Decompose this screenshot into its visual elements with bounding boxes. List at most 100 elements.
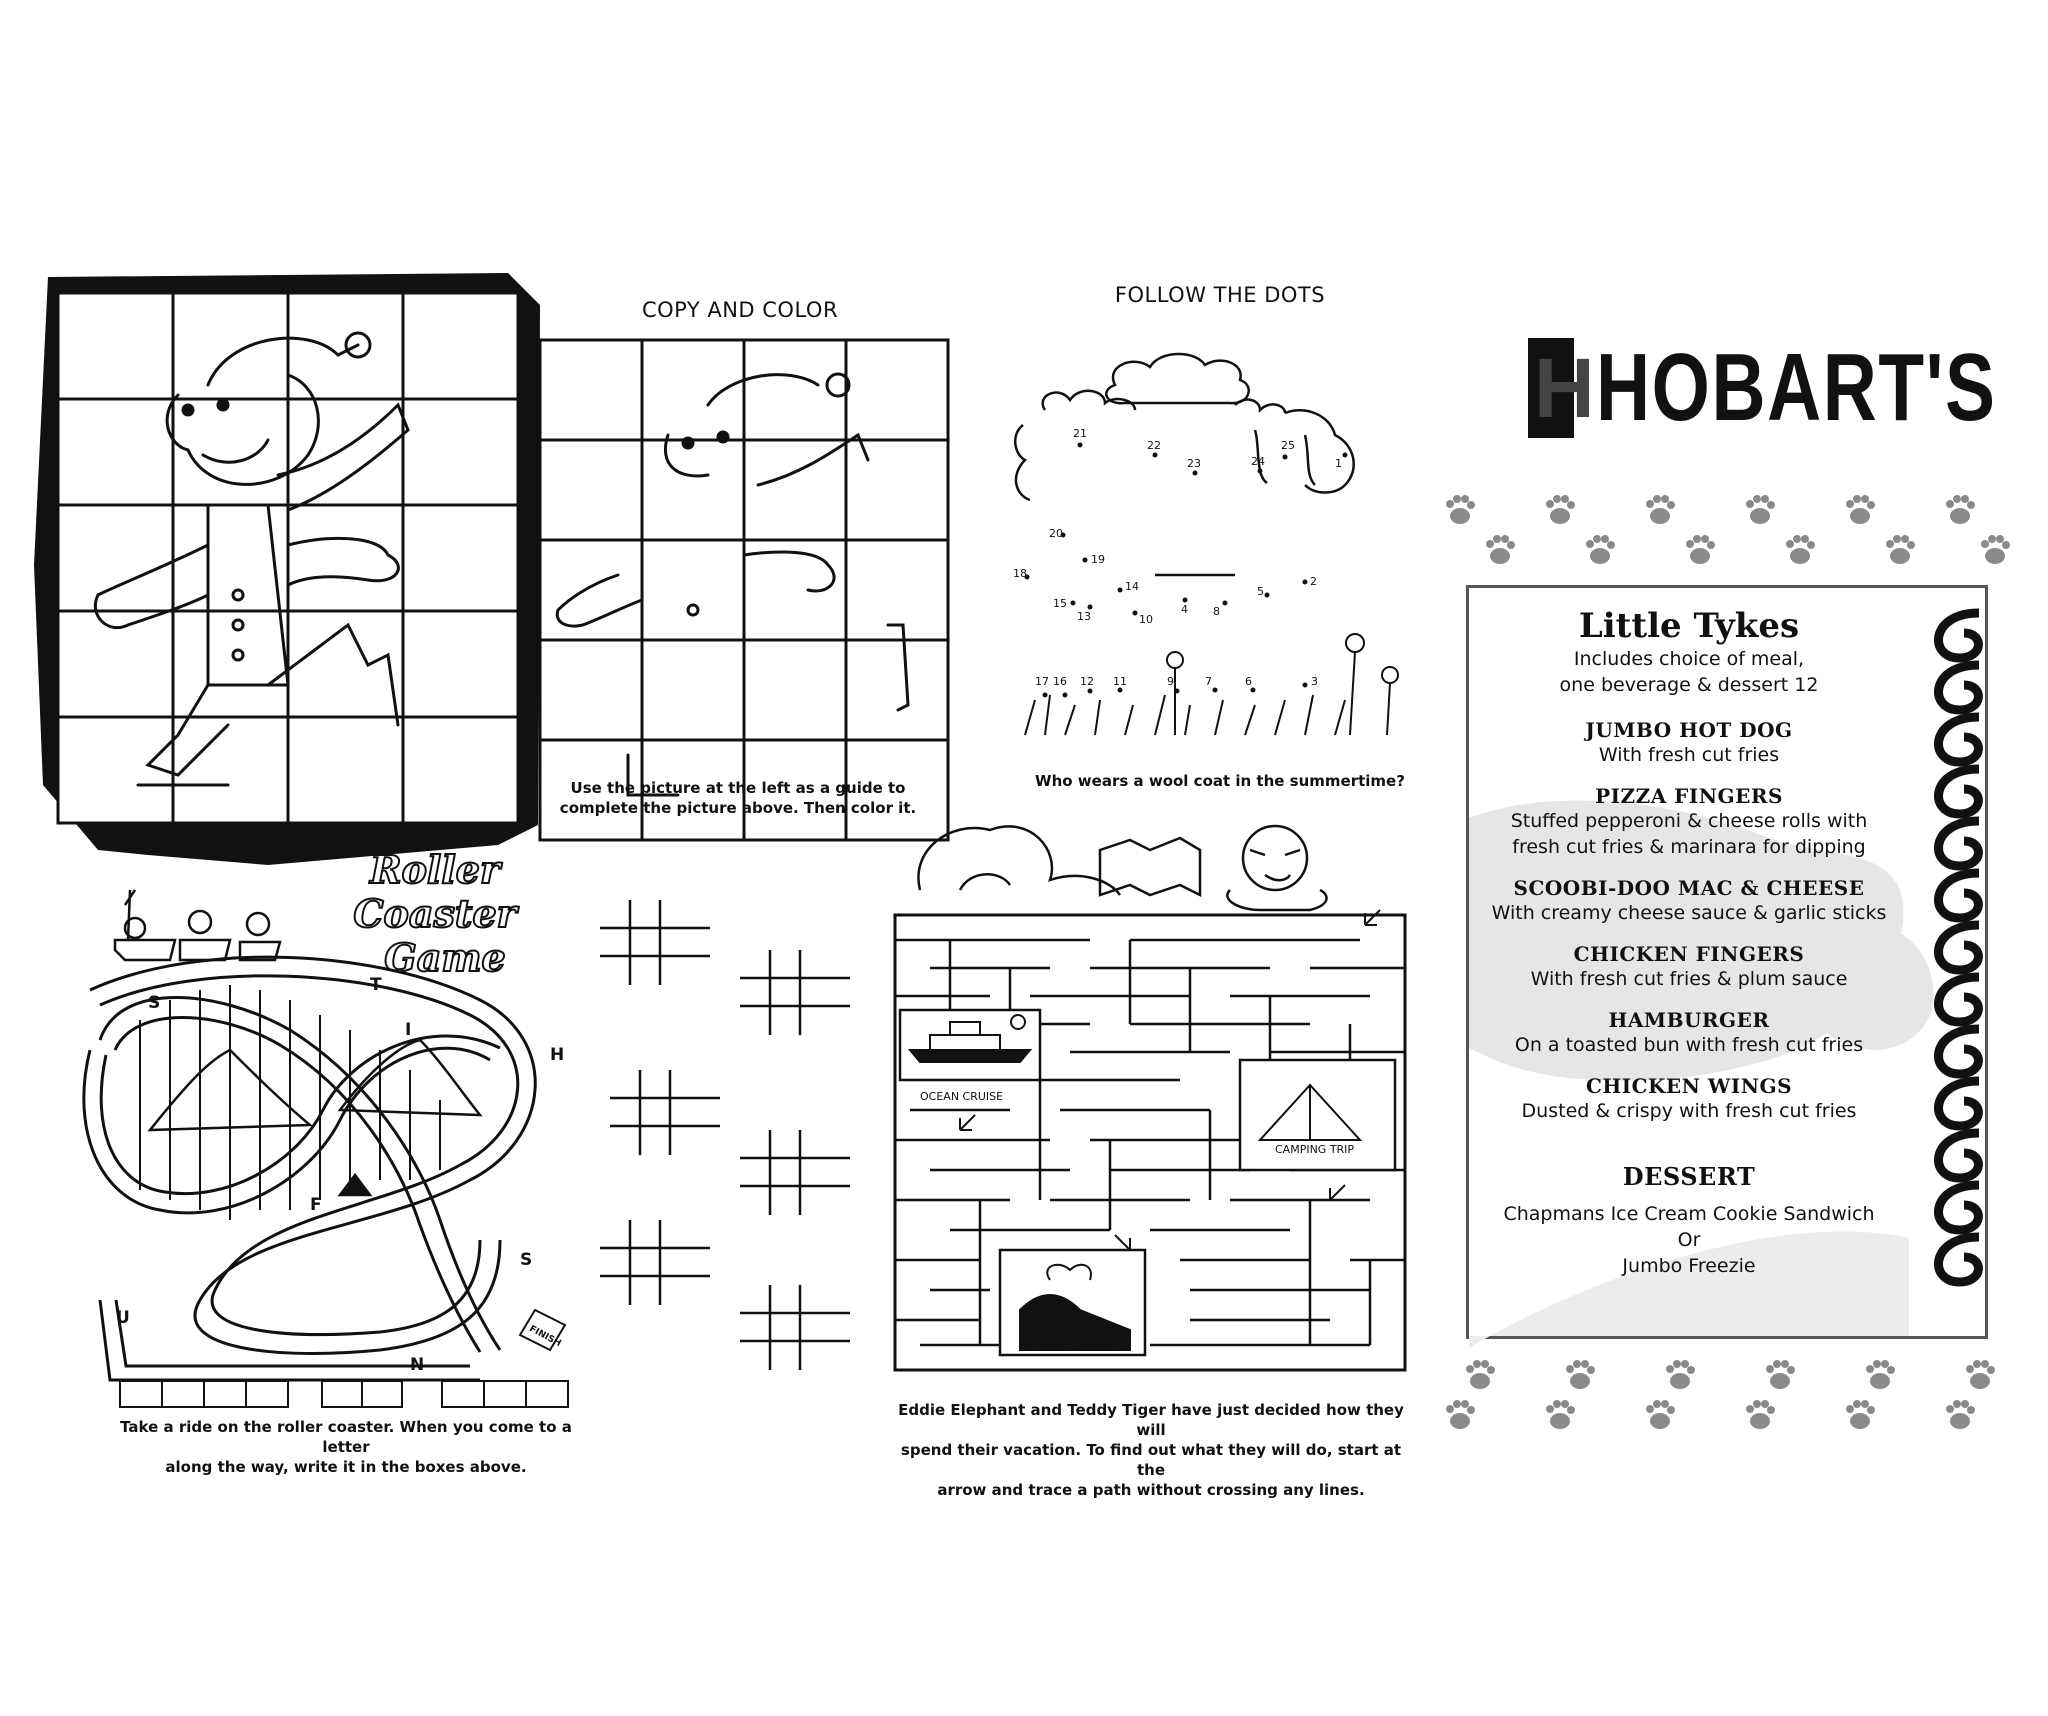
paw-print-icon <box>1786 535 1815 564</box>
tic-tac-toe-grid <box>740 1130 850 1215</box>
ocean-cruise-box <box>898 1008 1042 1082</box>
copy-color-caption-line2: complete the picture above. Then color i… <box>559 799 917 817</box>
maze-border <box>893 913 1407 1372</box>
dot-label: 25 <box>1281 439 1295 452</box>
coaster-letter: S <box>148 993 160 1013</box>
coaster-supports <box>139 985 441 1220</box>
camping-trip-box <box>1238 1058 1397 1172</box>
dot-label: 3 <box>1311 675 1318 688</box>
paw-print-icon <box>1666 1360 1695 1389</box>
paw-print-icon <box>1766 1360 1795 1389</box>
roller-coaster-art: S T I H F S U N FINISH <box>82 889 567 1382</box>
paw-print-icon <box>1981 535 2010 564</box>
dot-label: 16 <box>1053 675 1067 688</box>
coaster-letter: I <box>405 1020 411 1040</box>
maze-destination-pictures <box>907 1014 1363 1351</box>
dot-label: 13 <box>1077 610 1091 623</box>
dot-label: 10 <box>1139 613 1153 626</box>
paw-print-icon <box>1646 495 1675 524</box>
answer-box[interactable] <box>245 1380 289 1408</box>
roller-coaster-title: Roller Coaster Game <box>290 847 580 981</box>
dot-label: 22 <box>1147 439 1161 452</box>
cloud <box>1105 352 1250 405</box>
maze-arrows <box>959 909 1381 1251</box>
maze-destination-labels: OCEAN CRUISE CAMPING TRIP SEASIDE RESORT <box>920 1090 1354 1351</box>
dot-label: 15 <box>1053 597 1067 610</box>
copy-grid-lines <box>540 340 948 840</box>
paw-print-icon <box>1886 535 1915 564</box>
paw-print-icon <box>1646 1400 1675 1429</box>
coaster-letter: S <box>520 1250 532 1270</box>
answer-box[interactable] <box>203 1380 247 1408</box>
paw-print-icon <box>1466 1360 1495 1389</box>
menu-item-name: CHICKEN FINGERS <box>1573 942 1805 966</box>
paw-prints-top <box>1446 495 2010 564</box>
dot-label: 19 <box>1091 553 1105 566</box>
copy-color-art <box>34 273 950 865</box>
answer-box[interactable] <box>525 1380 569 1408</box>
dot-label: 5 <box>1257 585 1264 598</box>
dot-label: 12 <box>1080 675 1094 688</box>
dot-label: 11 <box>1113 675 1127 688</box>
dot-label: 4 <box>1181 603 1188 616</box>
paw-print-icon <box>1566 1360 1595 1389</box>
dessert-line2: Or <box>1677 1229 1701 1251</box>
menu-item-name: HAMBURGER <box>1608 1008 1770 1032</box>
answer-box[interactable] <box>321 1380 363 1408</box>
camping-trip-label: CAMPING TRIP <box>1275 1143 1354 1156</box>
paw-print-icon <box>1866 1360 1895 1389</box>
answer-box[interactable] <box>119 1380 163 1408</box>
skater-drawing <box>93 331 410 787</box>
follow-dots-caption: Who wears a wool coat in the summertime? <box>1035 772 1405 790</box>
dessert-line3: Jumbo Freezie <box>1622 1255 1756 1277</box>
logo-mark: H <box>1528 338 1595 438</box>
dot-label: 14 <box>1125 580 1139 593</box>
copy-color-caption: Use the picture at the left as a guide t… <box>548 778 928 818</box>
tic-tac-toe-grid <box>600 900 710 985</box>
coaster-cars <box>113 889 282 962</box>
paw-print-icon <box>1946 1400 1975 1429</box>
menu-item-desc: On a toasted bun with fresh cut fries <box>1514 1034 1864 1056</box>
tic-tac-toe-grids <box>600 900 850 1370</box>
brand-name: HOBART'S <box>1596 334 1997 441</box>
follow-dots-art: 1 2 3 4 5 6 7 8 9 10 11 12 13 14 15 16 1… <box>1013 352 1399 736</box>
coaster-letter: F <box>310 1195 322 1215</box>
tic-tac-toe-grid <box>740 950 850 1035</box>
menu-title: Little Tykes <box>1578 606 1800 646</box>
paw-print-icon <box>1586 535 1615 564</box>
tic-tac-toe-grid <box>610 1070 720 1155</box>
menu-item-desc: With fresh cut fries <box>1598 744 1780 766</box>
dot-label: 6 <box>1245 675 1252 688</box>
menu-item-name: CHICKEN WINGS <box>1585 1074 1793 1098</box>
dot-label: 20 <box>1049 527 1063 540</box>
menu-item-name: JUMBO HOT DOG <box>1585 718 1793 742</box>
answer-box[interactable] <box>483 1380 527 1408</box>
answer-box[interactable] <box>361 1380 403 1408</box>
paw-print-icon <box>1846 495 1875 524</box>
seaside-resort-label: SEASIDE RESORT <box>1025 1338 1120 1351</box>
paw-print-icon <box>1686 535 1715 564</box>
coaster-letter: H <box>550 1045 564 1065</box>
paw-print-icon <box>1846 1400 1875 1429</box>
copy-color-caption-line1: Use the picture at the left as a guide t… <box>570 779 906 797</box>
dot-label: 18 <box>1013 567 1027 580</box>
paw-print-icon <box>1946 495 1975 524</box>
maze-caption-line3: arrow and trace a path without crossing … <box>937 1481 1365 1499</box>
menu-item-desc: fresh cut fries & marinara for dipping <box>1512 836 1866 858</box>
dot-label: 24 <box>1251 455 1265 468</box>
sheep-outline <box>1014 389 1355 577</box>
dot-label: 1 <box>1335 457 1342 470</box>
tents <box>147 1038 483 1197</box>
coaster-letter: U <box>116 1308 130 1328</box>
answer-box[interactable] <box>161 1380 205 1408</box>
answer-box[interactable] <box>441 1380 485 1408</box>
coaster-letter: T <box>370 975 382 995</box>
dot-label: 9 <box>1167 675 1174 688</box>
follow-dots-heading: FOLLOW THE DOTS <box>1114 283 1326 307</box>
paw-print-icon <box>1746 495 1775 524</box>
paw-print-icon <box>1746 1400 1775 1429</box>
grass-and-flowers <box>1024 633 1399 736</box>
ocean-cruise-label: OCEAN CRUISE <box>920 1090 1003 1103</box>
partial-skater-drawing <box>555 372 910 797</box>
tic-tac-toe-grid <box>740 1285 850 1370</box>
